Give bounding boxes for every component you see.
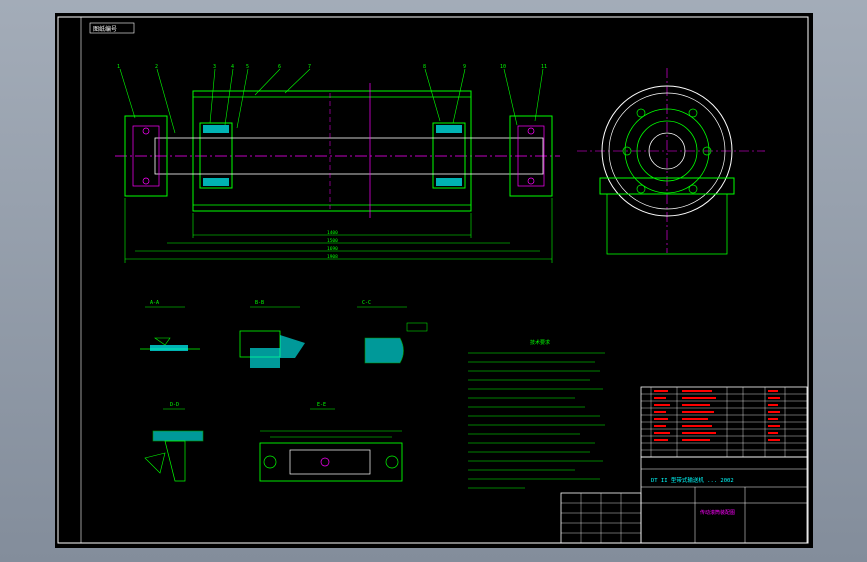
right-bolt-top	[527, 127, 535, 135]
drum-shell	[192, 90, 472, 212]
section-d-hatch	[152, 430, 204, 442]
right-hub	[432, 122, 466, 189]
hub-circle	[636, 120, 698, 182]
left-hub	[199, 122, 233, 189]
bolt-hole-2	[688, 108, 698, 118]
shaft-circle	[648, 132, 686, 170]
section-label-b: B-B	[255, 300, 264, 306]
dim-1690: 1690	[327, 246, 338, 252]
left-bolt-bottom	[142, 177, 150, 185]
side-view	[577, 68, 765, 255]
balloon-4: 4	[231, 64, 234, 70]
title-tag: 图纸编号	[93, 25, 117, 33]
parts-list-entries	[654, 390, 780, 441]
balloon-10: 10	[500, 64, 506, 70]
section-c-hatch	[364, 337, 404, 364]
bolt-hole-3	[636, 184, 646, 194]
dim-1908: 1908	[327, 254, 338, 260]
shell-lining-top	[192, 90, 472, 98]
balloon-6: 6	[278, 64, 281, 70]
section-label-c: C-C	[362, 300, 371, 306]
balloon-7: 7	[308, 64, 311, 70]
section-a-hatch	[150, 345, 188, 351]
tech-req-title: 技术要求	[530, 339, 550, 346]
left-bearing-housing	[124, 115, 168, 197]
parts-list	[640, 386, 808, 458]
drum-inner-circle	[608, 92, 726, 210]
balloon-9: 9	[463, 64, 466, 70]
flange-circle	[624, 108, 710, 194]
shaft	[154, 137, 544, 175]
section-b-hatch	[250, 348, 280, 368]
left-bolt-top	[142, 127, 150, 135]
revision-table	[560, 492, 642, 544]
left-hub-hatch-bottom	[203, 178, 229, 186]
title-tag-box	[89, 22, 135, 34]
left-bearing	[132, 125, 160, 187]
title-block-sub: 传动滚筒装配图	[700, 509, 735, 516]
balloon-5: 5	[246, 64, 249, 70]
title-block-main: DT II 型带式输送机 ... 2002	[651, 476, 734, 484]
section-e-plate	[259, 442, 403, 482]
main-assembly-view: 1 2 3 4 5 6 7 8 9 10 11	[115, 64, 560, 263]
balloon-1: 1	[117, 64, 120, 70]
bolt-hole-5	[622, 146, 632, 156]
bolt-hole-1	[636, 108, 646, 118]
drawing-canvas[interactable]: 图纸编号	[55, 13, 813, 548]
cad-drawing: 图纸编号	[57, 16, 809, 544]
balloon-11: 11	[541, 64, 547, 70]
section-label-d: D-D	[170, 402, 179, 408]
right-bearing	[517, 125, 545, 187]
shell-lining-bottom	[192, 204, 472, 212]
pedestal-base	[606, 193, 728, 255]
drum-outer-circle	[601, 85, 733, 217]
left-hub-hatch-top	[203, 125, 229, 133]
right-hub-hatch-bottom	[436, 178, 462, 186]
dim-1500: 1500	[327, 238, 338, 244]
detail-section-row: A-A B-B C-C D-D E-E	[140, 300, 428, 482]
title-block-frame	[640, 456, 808, 544]
balloon-leaders	[119, 68, 544, 134]
balloon-2: 2	[155, 64, 158, 70]
balloon-3: 3	[213, 64, 216, 70]
dimension-lines	[124, 198, 553, 263]
tech-req-lines	[468, 352, 605, 489]
inner-frame	[80, 16, 809, 544]
section-label-a: A-A	[150, 300, 159, 306]
balloon-8: 8	[423, 64, 426, 70]
bolt-hole-6	[702, 146, 712, 156]
bolt-hole-4	[688, 184, 698, 194]
title-block: DT II 型带式输送机 ... 2002 传动滚筒装配图	[640, 456, 808, 544]
section-label-e: E-E	[317, 402, 326, 408]
right-bearing-housing	[509, 115, 553, 197]
technical-requirements: 技术要求	[468, 339, 605, 489]
dim-1400: 1400	[327, 230, 338, 236]
right-bolt-bottom	[527, 177, 535, 185]
right-hub-hatch-top	[436, 125, 462, 133]
